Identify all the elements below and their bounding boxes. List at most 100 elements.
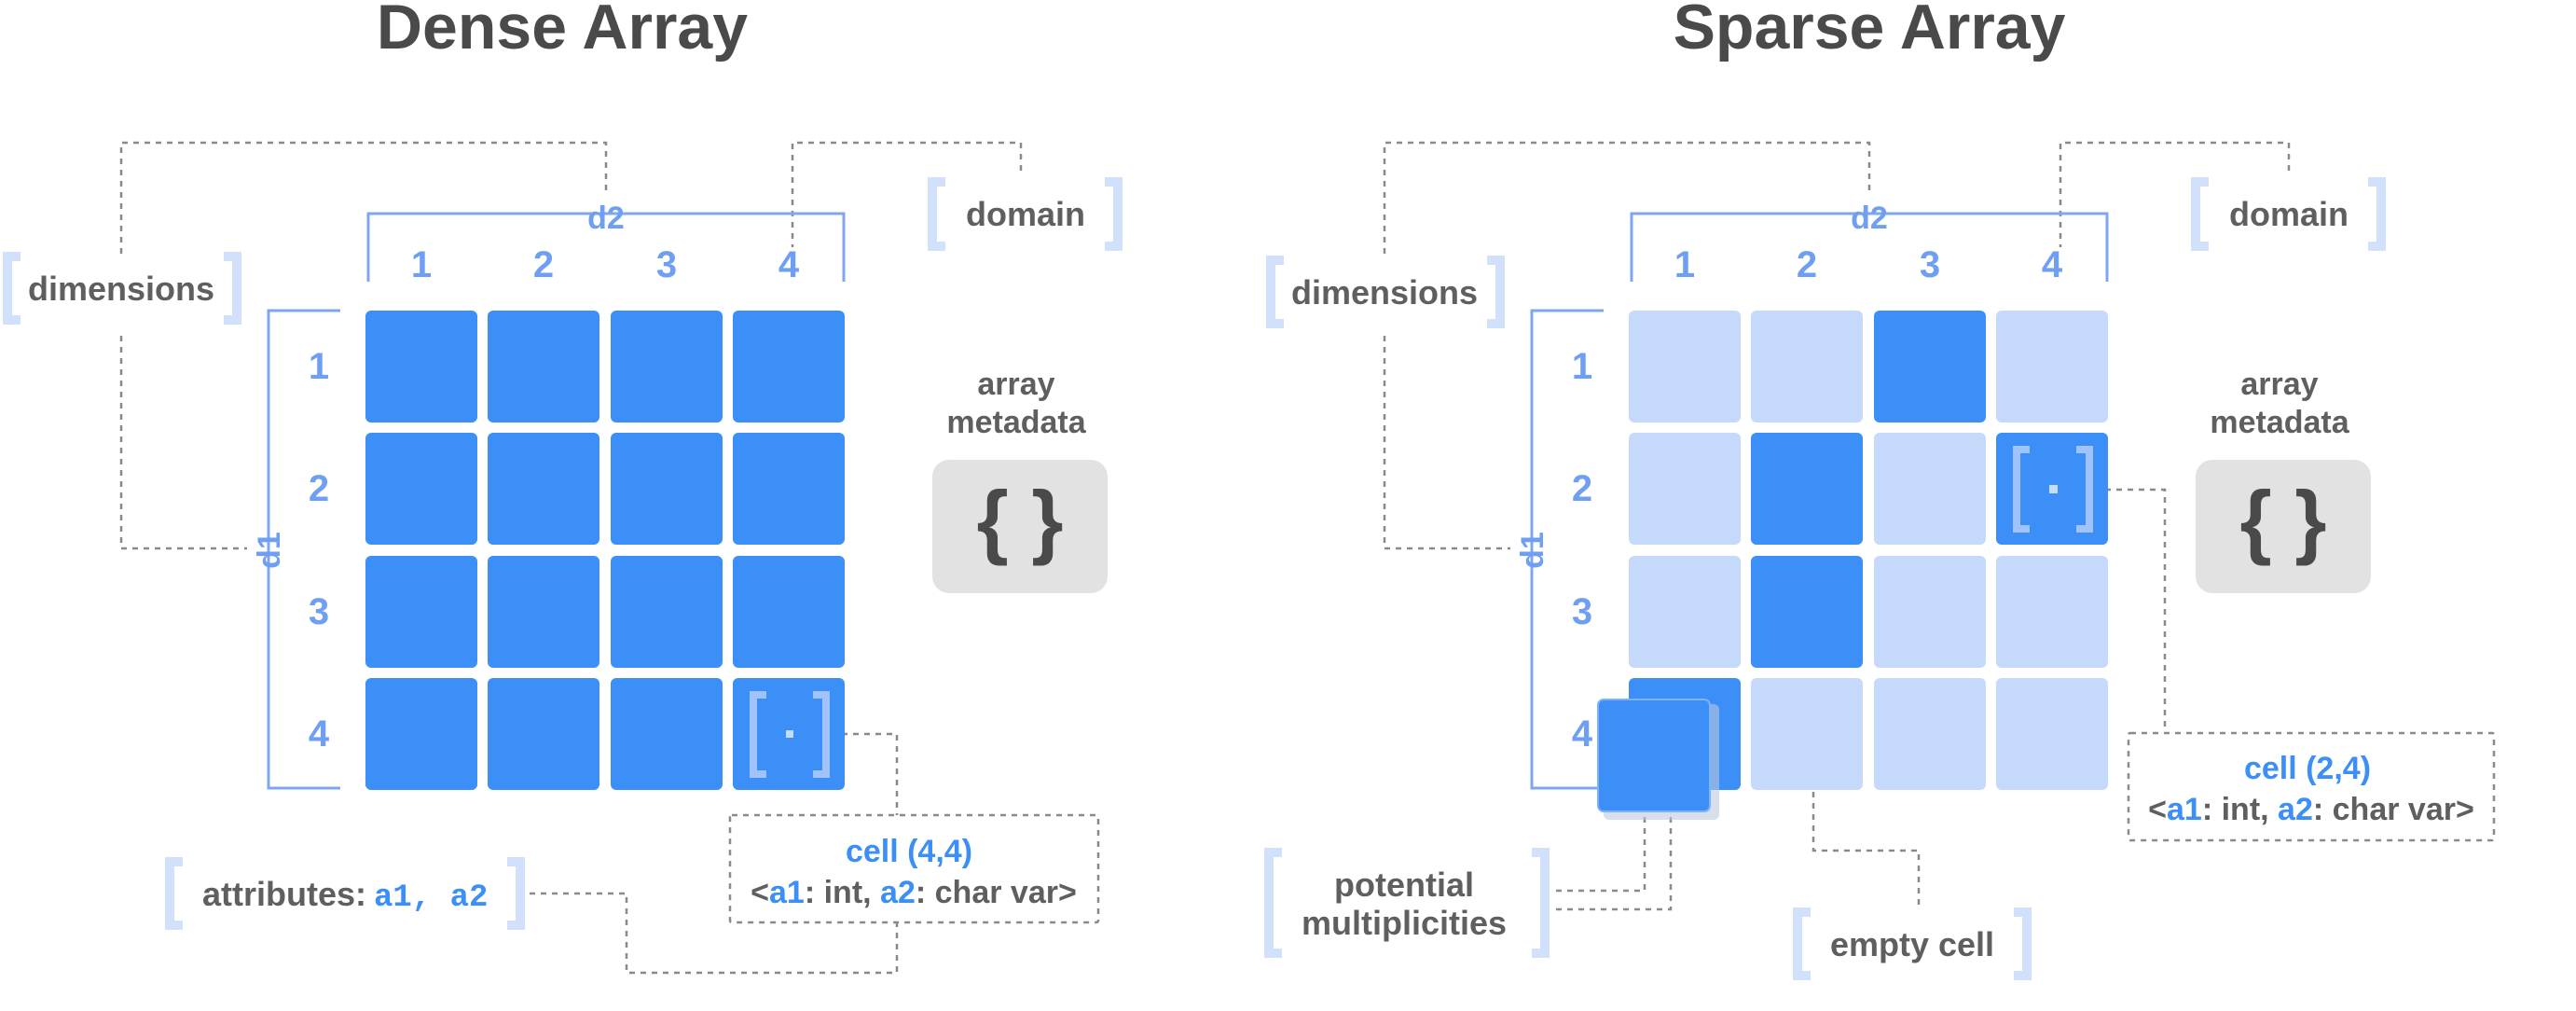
dense-dimensions-connector-bottom: [119, 336, 247, 550]
sparse-grid: [1597, 311, 2108, 820]
braces-icon: { }: [977, 474, 1064, 566]
dense-cell-bracket-icon: [813, 691, 830, 778]
bracket-icon: [165, 857, 183, 930]
bracket-icon: [3, 252, 21, 325]
dense-domain-label: domain: [966, 195, 1085, 233]
multiplicities-label-line1: potential: [1334, 866, 1474, 904]
sparse-empty-cell: [1996, 556, 2108, 668]
dense-d2-axis: [366, 212, 846, 282]
dense-array-panel: Dense Array d2 d1 1 2 3 4 1 2 3 4: [3, 0, 1123, 975]
sparse-metadata: array metadata { }: [2196, 367, 2371, 593]
sparse-empty-cell: [1874, 556, 1986, 668]
bracket-icon: [1487, 256, 1505, 328]
dense-cell-attributes: <a1: int, a2: char var>: [751, 875, 1077, 910]
dense-cell: [365, 678, 477, 790]
dense-d2-label: d2: [587, 201, 625, 236]
dense-d1-label: d1: [252, 532, 287, 569]
sparse-d2-label: d2: [1851, 201, 1888, 236]
sparse-filled-cell: [1751, 433, 1863, 545]
dense-col-label: 4: [778, 244, 800, 285]
dense-attributes-connector: [530, 892, 899, 975]
dense-row-label: 4: [309, 713, 330, 755]
bracket-icon: [1266, 256, 1284, 328]
bracket-icon: [224, 252, 241, 325]
dense-domain-callout: domain: [928, 177, 1123, 251]
dense-cell: [733, 556, 845, 668]
dense-col-label: 3: [656, 244, 677, 285]
sparse-col-label: 2: [1797, 244, 1817, 285]
bracket-icon: [1793, 907, 1811, 980]
dense-cell-callout-box: [728, 813, 1100, 924]
bracket-icon: [928, 177, 945, 251]
sparse-dimensions-connector-top: [1383, 141, 1871, 254]
sparse-array-panel: Sparse Array d2 d1 1 2 3 4 1 2 3 4: [1264, 0, 2496, 980]
dense-cell: [611, 433, 723, 545]
dense-cell: [733, 311, 845, 422]
sparse-empty-cell: [1751, 311, 1863, 422]
dense-metadata-label-line2: metadata: [946, 405, 1086, 440]
dense-grid: [365, 311, 845, 790]
sparse-multiplicity-connector-2: [1555, 817, 1673, 911]
sparse-domain-connector: [2059, 141, 2291, 247]
sparse-metadata-label-line1: array: [2240, 367, 2318, 402]
sparse-d2-axis: [1630, 212, 2109, 282]
dense-domain-connector: [791, 141, 1023, 247]
dense-cell: [365, 556, 477, 668]
sparse-empty-cell: [1629, 311, 1741, 422]
sparse-col-label: 1: [1674, 244, 1695, 285]
sparse-cell-dot-icon: [2049, 485, 2058, 493]
sparse-filled-cell: [1751, 556, 1863, 668]
dense-row-label: 2: [309, 468, 329, 509]
sparse-empty-cell: [1996, 678, 2108, 790]
dense-cell: [611, 556, 723, 668]
sparse-row-label: 1: [1572, 346, 1592, 387]
sparse-row-label: 3: [1572, 591, 1592, 632]
dense-cell: [488, 433, 599, 545]
bracket-icon: [2368, 177, 2386, 251]
dense-row-label: 1: [309, 346, 329, 387]
dense-cell: [488, 678, 599, 790]
dense-cell-callout: cell (4,4) <a1: int, a2: char var>: [728, 813, 1100, 924]
sparse-d1-label: d1: [1515, 532, 1550, 569]
bracket-icon: [2191, 177, 2209, 251]
dense-cell: [365, 433, 477, 545]
sparse-d1-axis: [1530, 309, 1604, 790]
sparse-empty-cell: [1629, 556, 1741, 668]
sparse-metadata-label-line2: metadata: [2210, 405, 2349, 440]
multiplicity-cell: [1597, 699, 1711, 812]
sparse-col-label: 4: [2042, 244, 2063, 285]
dense-row-label: 3: [309, 591, 329, 632]
sparse-title: Sparse Array: [1674, 0, 2066, 62]
bracket-icon: [1105, 177, 1123, 251]
dense-cell: [733, 433, 845, 545]
sparse-empty-connector: [1811, 792, 1921, 909]
bracket-icon: [1264, 848, 1282, 958]
dense-cell: [611, 311, 723, 422]
dense-attributes-value: a1, a2: [374, 880, 488, 916]
sparse-col-label: 3: [1920, 244, 1940, 285]
dense-cell-dot-icon: [786, 730, 793, 738]
dense-col-label: 2: [533, 244, 554, 285]
dense-dimensions-callout: dimensions: [3, 252, 241, 325]
sparse-dimensions-label: dimensions: [1291, 273, 1478, 312]
dense-cell: [365, 311, 477, 422]
sparse-row-label: 2: [1572, 468, 1592, 509]
sparse-dimensions-connector-bottom: [1383, 336, 1510, 550]
dense-col-label: 1: [411, 244, 432, 285]
dense-title: Dense Array: [377, 0, 748, 62]
dense-dimensions-label: dimensions: [28, 270, 214, 308]
sparse-cell-callout: cell (2,4) <a1: int, a2: char var>: [2127, 731, 2496, 842]
sparse-empty-cell: [1874, 433, 1986, 545]
bracket-icon: [1532, 848, 1550, 958]
sparse-cell-attributes: <a1: int, a2: char var>: [2148, 792, 2474, 827]
sparse-cell-bracket-icon: [2013, 446, 2030, 533]
braces-icon: { }: [2240, 474, 2327, 566]
sparse-filled-cell: [1874, 311, 1986, 422]
empty-cell-label: empty cell: [1830, 925, 1994, 963]
dense-cell: [488, 556, 599, 668]
dense-d1-axis: [267, 309, 340, 790]
sparse-empty-cell: [1996, 311, 2108, 422]
sparse-cell-bracket-icon: [2076, 446, 2093, 533]
bracket-icon: [2014, 907, 2032, 980]
